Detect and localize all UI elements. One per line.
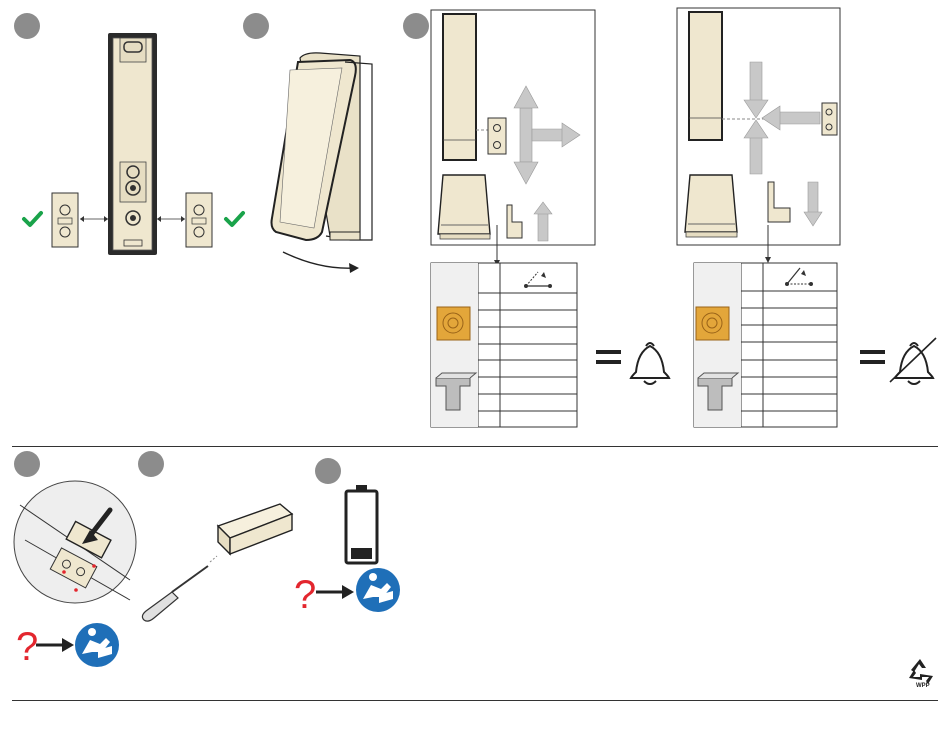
question-mark-icon: ? [294,573,316,617]
section-divider [12,446,938,447]
step5-illustration [130,480,300,630]
read-manual-icon [356,568,400,612]
read-manual-icon [75,623,119,667]
wood-icon [696,307,729,340]
step-marker-5 [138,451,164,477]
recycle-label: WPP [916,683,930,689]
bell-muted-icon [890,338,936,384]
step3-right-panel [0,0,950,440]
question-mark-icon: ? [16,625,38,669]
table-right [694,263,837,427]
battery-low-icon [346,485,377,563]
recycle-icon [905,656,939,686]
step6-illustration: ? [280,480,430,640]
step4-illustration: ? [0,440,140,680]
footer-divider [12,700,938,701]
